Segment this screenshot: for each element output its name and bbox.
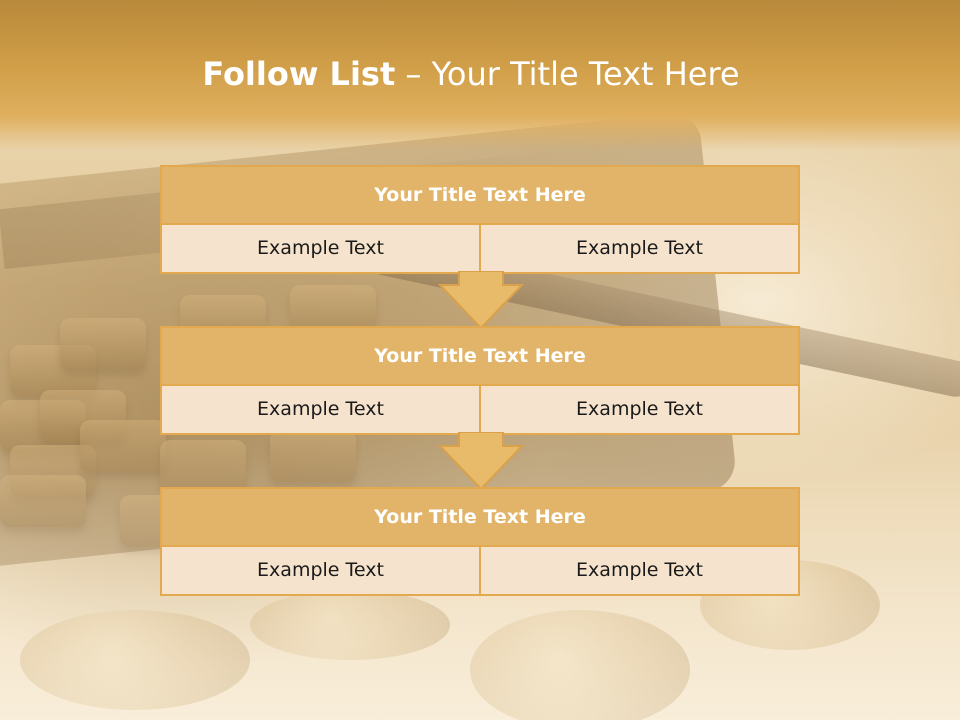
down-arrow-icon [438, 432, 524, 490]
stage-title: Your Title Text Here [162, 328, 798, 386]
stage-cell-right: Example Text [479, 386, 798, 433]
follow-list-stage: Your Title Text Here Example Text Exampl… [160, 326, 800, 435]
down-arrow-icon [438, 271, 524, 329]
stage-row: Example Text Example Text [162, 386, 798, 433]
stage-cell-left: Example Text [162, 547, 479, 594]
stage-cell-right: Example Text [479, 547, 798, 594]
stage-row: Example Text Example Text [162, 225, 798, 272]
title-band [0, 0, 960, 150]
stage-cell-left: Example Text [162, 386, 479, 433]
stage-title: Your Title Text Here [162, 167, 798, 225]
stage-row: Example Text Example Text [162, 547, 798, 594]
stage-title: Your Title Text Here [162, 489, 798, 547]
slide-title-rest: – Your Title Text Here [395, 55, 740, 93]
follow-list-stage: Your Title Text Here Example Text Exampl… [160, 165, 800, 274]
stage-cell-right: Example Text [479, 225, 798, 272]
slide-title: Follow List – Your Title Text Here [0, 55, 942, 93]
slide-title-bold: Follow List [202, 55, 396, 93]
follow-list-stage: Your Title Text Here Example Text Exampl… [160, 487, 800, 596]
stage-cell-left: Example Text [162, 225, 479, 272]
